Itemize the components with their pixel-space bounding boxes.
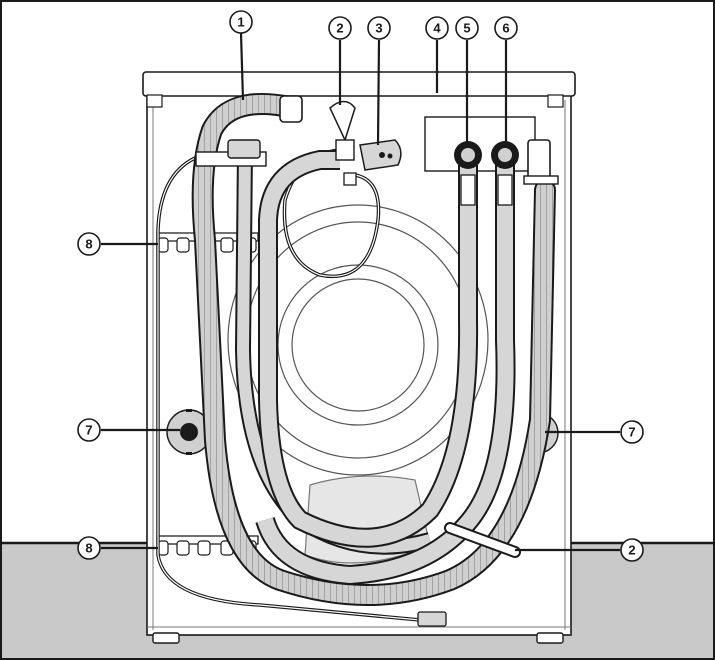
- callout-7-left: 7: [77, 418, 101, 442]
- svg-text:7: 7: [85, 423, 92, 438]
- svg-text:6: 6: [502, 21, 509, 36]
- callout-5: 5: [455, 16, 479, 40]
- leader-lines: [101, 32, 620, 552]
- power-plug: [359, 139, 402, 171]
- inlet-connection-plate: [424, 116, 536, 172]
- cable-end: [417, 611, 447, 627]
- svg-text:3: 3: [375, 21, 382, 36]
- inlet-valve-6: [491, 141, 519, 206]
- svg-text:2: 2: [336, 21, 343, 36]
- callout-6: 6: [494, 16, 518, 40]
- svg-text:5: 5: [463, 21, 470, 36]
- machine-feet: [152, 632, 564, 644]
- svg-text:8: 8: [85, 541, 92, 556]
- callout-4: 4: [425, 16, 449, 40]
- callout-1: 1: [229, 10, 253, 34]
- callout-2-top: 2: [328, 16, 352, 40]
- svg-text:1: 1: [237, 15, 244, 30]
- svg-text:2: 2: [628, 543, 635, 558]
- callout-7-right: 7: [620, 420, 644, 444]
- inlet-valve-5: [454, 141, 482, 206]
- svg-text:8: 8: [85, 237, 92, 252]
- svg-text:4: 4: [433, 21, 441, 36]
- callout-8-upper: 8: [77, 232, 101, 256]
- hose-clamp-top: [329, 100, 357, 186]
- drain-hose: [191, 93, 559, 606]
- callout-3: 3: [367, 16, 391, 40]
- callout-8-lower: 8: [77, 536, 101, 560]
- callout-2-bottom: 2: [620, 538, 644, 562]
- svg-text:7: 7: [628, 425, 635, 440]
